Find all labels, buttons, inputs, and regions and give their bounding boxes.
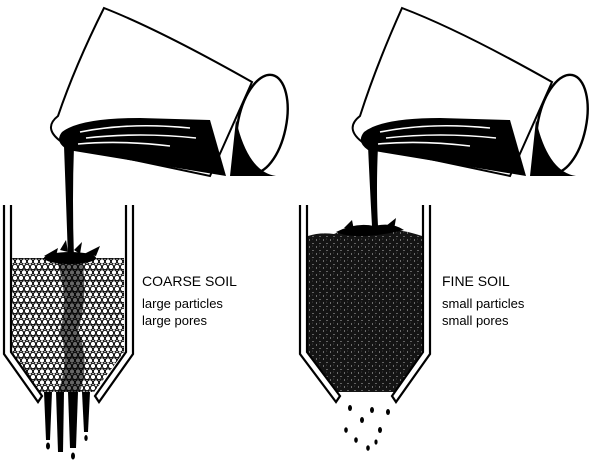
water-sheen: [77, 124, 197, 147]
fine-soil-line-2: small pores: [442, 313, 509, 328]
fine-soil-line-1: small particles: [442, 296, 525, 311]
water-splash: [336, 218, 404, 236]
beaker-rim-water: [530, 120, 576, 176]
water-sheen: [377, 124, 497, 147]
funnel-container: [298, 205, 432, 404]
pour-stream: [64, 146, 74, 258]
pour-stream: [368, 146, 378, 226]
beaker-water: [59, 118, 226, 176]
fine-soil-apparatus: FINE SOIL small particles small pores: [298, 6, 589, 451]
fine-soil-title: FINE SOIL: [442, 273, 510, 289]
beaker: [351, 6, 589, 178]
drip-drops: [344, 405, 390, 451]
drain-stream: [44, 392, 90, 460]
coarse-soil-apparatus: COARSE SOIL large particles large pores: [2, 6, 289, 460]
coarse-soil-line-1: large particles: [142, 296, 223, 311]
beaker-rim-water: [230, 120, 276, 176]
beaker-water: [360, 118, 526, 176]
beaker: [49, 6, 289, 178]
coarse-soil-title: COARSE SOIL: [142, 273, 237, 289]
coarse-soil-line-2: large pores: [142, 313, 208, 328]
fine-soil-fill: [308, 229, 422, 392]
water-splash: [44, 240, 100, 264]
soaking-water: [56, 258, 85, 392]
funnel-container: [2, 205, 135, 404]
